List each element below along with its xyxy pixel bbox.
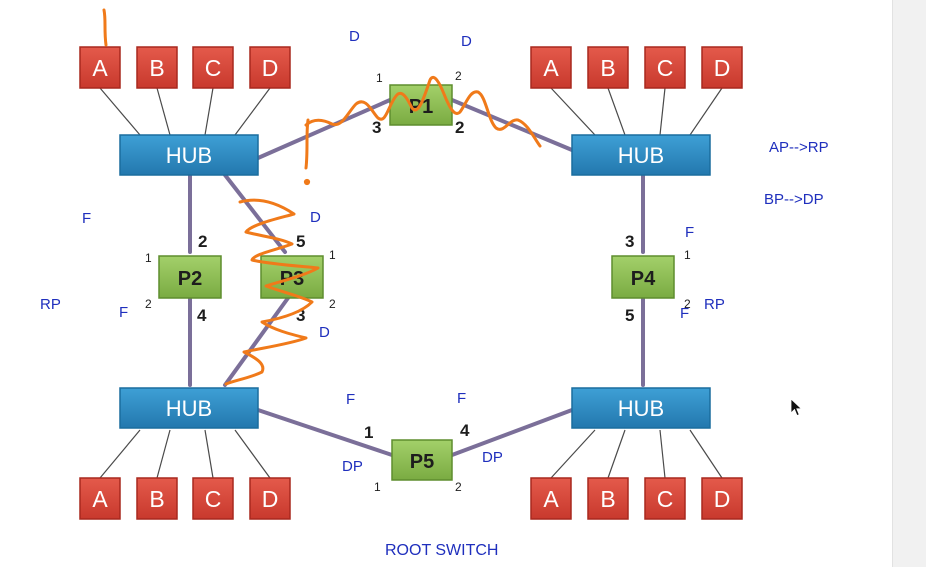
host-d: D <box>262 55 279 81</box>
port-p3-5: 5 <box>296 232 305 251</box>
host-d: D <box>262 486 279 512</box>
host-a: A <box>543 486 559 512</box>
hosts-bottom-left: A B C D <box>79 477 291 520</box>
host-a: A <box>92 486 108 512</box>
port-p4-1: 1 <box>684 248 691 262</box>
root-switch-label: ROOT SWITCH <box>385 542 499 559</box>
ink-stroke-p3 <box>224 198 320 386</box>
hub-label: HUB <box>166 396 212 421</box>
host-c: C <box>205 486 222 512</box>
link-hubbl-p5 <box>256 408 394 457</box>
host-d: D <box>714 55 731 81</box>
annotation-d-p1-left: D <box>349 28 360 45</box>
annotation-f-p5-left: F <box>346 391 356 408</box>
port-p1-2: 2 <box>455 69 462 83</box>
mouse-pointer-icon <box>790 398 803 417</box>
host-b: B <box>149 486 164 512</box>
hub-bottom-right: HUB <box>571 387 711 429</box>
port-p5-2: 2 <box>455 480 462 494</box>
hosts-bottom-right: A B C D <box>530 477 743 520</box>
hub-top-right: HUB <box>571 134 711 176</box>
hub-top-left: HUB <box>119 134 259 176</box>
switch-label-p4: P4 <box>631 268 656 290</box>
port-p5-1: 1 <box>364 423 373 442</box>
ink-stroke-p1-tail <box>304 118 310 170</box>
switch-p2: P2 <box>158 255 222 299</box>
hosts-top-right: A B C D <box>530 46 743 89</box>
ink-annotations <box>102 8 542 386</box>
host-a: A <box>92 55 108 81</box>
port-p5-1b: 1 <box>374 480 381 494</box>
annotation-f-left: F <box>82 210 92 227</box>
port-p2-2: 2 <box>198 232 207 251</box>
port-p3-1: 1 <box>329 248 336 262</box>
hub-bottom-left: HUB <box>119 387 259 429</box>
annotation-d-p1-right: D <box>461 33 472 50</box>
port-p4-2: 2 <box>684 297 691 311</box>
port-p3-3: 3 <box>296 306 305 325</box>
switch-label-p1: P1 <box>409 96 433 118</box>
annotation-ap-rp: AP-->RP <box>769 139 829 156</box>
host-cables <box>99 87 723 479</box>
annotation-dp-p5-right: DP <box>482 449 503 466</box>
ink-stroke-a <box>102 8 108 47</box>
annotation-f-p4-bottom: F <box>680 305 690 322</box>
host-d: D <box>714 486 731 512</box>
link-hubtl-p3 <box>223 173 287 254</box>
ink-dot <box>303 178 311 186</box>
annotation-dp-p5-left: DP <box>342 458 363 475</box>
host-c: C <box>205 55 222 81</box>
switch-p4: P4 <box>611 255 675 299</box>
port-p2-4: 4 <box>197 306 207 325</box>
annotation-d-p3-bottom: D <box>319 324 330 341</box>
hosts-top-left: A B C D <box>79 46 291 89</box>
annotation-f-p5-right: F <box>457 390 467 407</box>
host-a: A <box>543 55 559 81</box>
hub-label: HUB <box>618 143 664 168</box>
host-b: B <box>600 55 615 81</box>
annotation-rp-p4: RP <box>704 296 725 313</box>
annotation-d-p3-top: D <box>310 209 321 226</box>
annotation-f-p4-top: F <box>685 224 695 241</box>
annotation-f-p2: F <box>119 304 129 321</box>
host-c: C <box>657 55 674 81</box>
links <box>188 98 645 457</box>
annotation-rp-left: RP <box>40 296 61 313</box>
link-p5-hubbr <box>450 408 574 457</box>
port-p1-1: 1 <box>376 71 383 85</box>
port-p2-2b: 2 <box>145 297 152 311</box>
hub-label: HUB <box>618 396 664 421</box>
ink-stroke-p1 <box>304 75 542 148</box>
annotation-bp-dp: BP-->DP <box>764 191 824 208</box>
hub-label: HUB <box>166 143 212 168</box>
port-p5-4: 4 <box>460 421 470 440</box>
host-b: B <box>149 55 164 81</box>
switch-label-p2: P2 <box>178 268 202 290</box>
port-p4-3: 3 <box>625 232 634 251</box>
link-p1-hubtr <box>450 98 574 152</box>
switch-p5: P5 <box>391 439 453 481</box>
port-p1-2b: 2 <box>455 118 464 137</box>
port-p1-3: 3 <box>372 118 381 137</box>
right-side-panel <box>892 0 926 567</box>
link-p3-hubbl <box>223 296 290 387</box>
link-hubtl-p1 <box>256 98 392 160</box>
host-b: B <box>600 486 615 512</box>
port-p4-5: 5 <box>625 306 634 325</box>
port-p2-1: 1 <box>145 251 152 265</box>
switch-label-p5: P5 <box>410 451 434 473</box>
port-p3-2: 2 <box>329 297 336 311</box>
host-c: C <box>657 486 674 512</box>
port-numbers: 1 2 3 2 1 2 2 4 5 1 3 2 3 1 5 2 1 4 1 2 <box>145 69 691 494</box>
